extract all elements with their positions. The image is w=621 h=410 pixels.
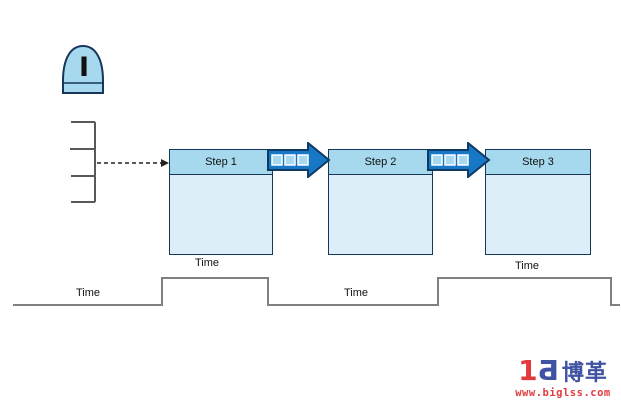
- push-arrow-2: [427, 142, 491, 178]
- lead-time-ladder: [13, 277, 620, 306]
- watermark-logo: 1 Ƌ 博革 www.biglss.com: [505, 357, 621, 400]
- process-header: Step 3: [486, 150, 590, 175]
- push-arrow-1: [267, 142, 331, 178]
- process-label: Step 1: [205, 156, 237, 168]
- logo-url-text: www.biglss.com: [515, 387, 611, 399]
- time-label-segment-1: Time: [75, 287, 101, 299]
- time-label-segment-4: Time: [514, 260, 540, 272]
- inventory-icon: I: [62, 44, 104, 94]
- inventory-letter: I: [79, 52, 89, 83]
- logo-mark-red-icon: 1: [518, 354, 538, 387]
- logo-mark-blue-icon: Ƌ: [537, 354, 559, 387]
- time-label-segment-2: Time: [194, 257, 220, 269]
- logo-row: 1 Ƌ 博革: [505, 357, 621, 385]
- process-box-step-2: Step 2: [328, 149, 433, 255]
- supermarket-icon: [70, 121, 96, 203]
- process-box-step-3: Step 3: [485, 149, 591, 255]
- process-box-step-1: Step 1: [169, 149, 273, 255]
- dashed-arrow: [97, 159, 169, 167]
- process-label: Step 3: [522, 156, 554, 168]
- process-label: Step 2: [364, 156, 397, 168]
- process-header: Step 1: [170, 150, 272, 175]
- process-header: Step 2: [329, 150, 432, 175]
- time-label-segment-3: Time: [343, 287, 369, 299]
- logo-brand-text: 博革: [561, 360, 608, 385]
